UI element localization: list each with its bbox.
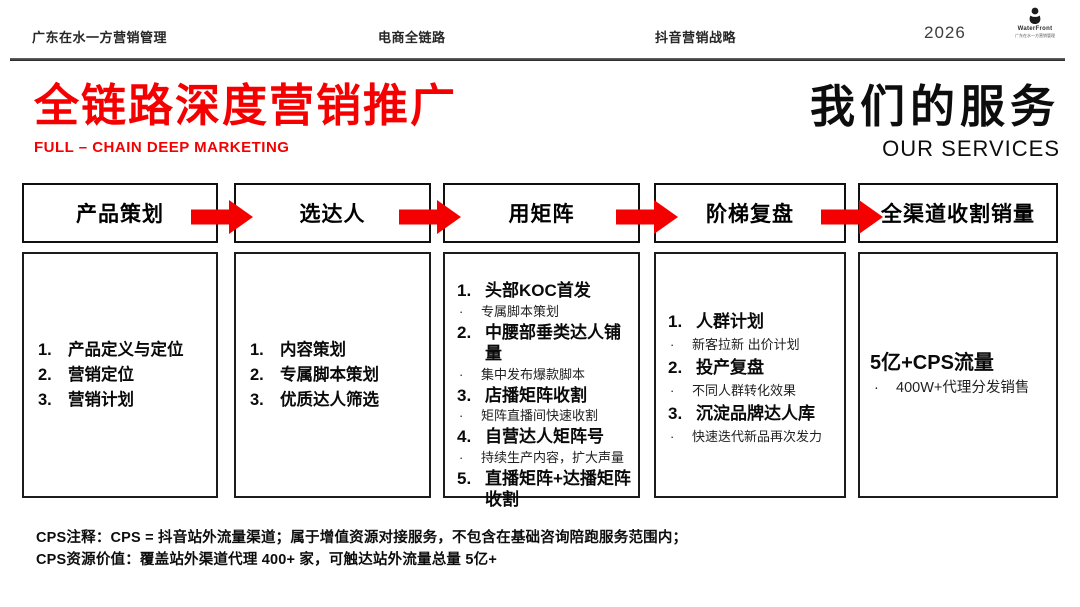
page-title: 全链路深度营销推广 [34, 80, 458, 131]
list-item: 1.人群计划 [668, 312, 764, 331]
services-subtitle: OUR SERVICES [882, 136, 1060, 161]
stage-header-label: 阶梯复盘 [706, 203, 794, 226]
list-item: 1.产品定义与定位 [38, 340, 184, 359]
stage-header-label: 全渠道收割销量 [881, 203, 1035, 226]
logo-figure-icon [1006, 7, 1064, 26]
stage-header-product-planning: 产品策划 [22, 183, 218, 243]
list-subitem: ·快速迭代新品再次发力 [670, 429, 823, 444]
list-item: 2.专属脚本策划 [250, 365, 379, 384]
page-title-english: FULL – CHAIN DEEP MARKETING [34, 139, 290, 156]
company-logo: WaterFront 广东在水一方营销管理 [1006, 7, 1064, 38]
stage-header-step-review: 阶梯复盘 [654, 183, 846, 243]
logo-wordmark: WaterFront [1017, 26, 1053, 32]
list-subitem: ·持续生产内容，扩大声量 [459, 449, 625, 465]
flow-stage-product-planning: 产品策划 1.产品定义与定位 2.营销定位 3.营销计划 [22, 183, 218, 498]
stage-header-label: 选达人 [299, 203, 366, 226]
list-subitem: ·集中发布爆款脚本 [459, 366, 586, 382]
services-title-block: 我们的服务 OUR SERVICES [810, 80, 1060, 162]
services-title: 我们的服务 [809, 81, 1060, 132]
header-year: 2026 [924, 23, 966, 42]
list-subitem: ·新客拉新 出价计划 [670, 337, 800, 352]
footnote-cps-definition: CPS注释：CPS = 抖音站外流量渠道；属于增值资源对接服务，不包含在基础咨询… [36, 530, 688, 546]
header-topic-douyin: 抖音营销战略 [655, 30, 737, 45]
list-item: 2.投产复盘 [668, 358, 764, 377]
flow-stage-use-matrix: 用矩阵 1.头部KOC首发 ·专属脚本策划 2.中腰部垂类达人铺量 ·集中发布爆… [443, 183, 640, 509]
flow-arrow-right-icon [821, 200, 883, 234]
flow-stage-omnichannel-sales: 全渠道收割销量 5亿+CPS流量 ·400W+代理分发销售 [858, 183, 1058, 498]
stage-header-use-matrix: 用矩阵 [443, 183, 640, 243]
stage-content-product-planning: 1.产品定义与定位 2.营销定位 3.营销计划 [22, 252, 218, 498]
list-item: 4.自营达人矩阵号 [457, 427, 604, 446]
list-subitem: ·专属脚本策划 [459, 303, 560, 319]
stage-header-omnichannel-sales: 全渠道收割销量 [858, 183, 1058, 243]
header-company-name: 广东在水一方营销管理 [32, 30, 168, 45]
stage-header-label: 用矩阵 [508, 203, 575, 226]
list-item: 2.营销定位 [38, 365, 134, 384]
list-item: 1.内容策划 [250, 340, 346, 359]
stage-content-step-review: 1.人群计划 ·新客拉新 出价计划 2.投产复盘 ·不同人群转化效果 3.沉淀品… [654, 252, 846, 498]
flow-arrow-right-icon [616, 200, 678, 234]
list-subitem: ·矩阵直播间快速收割 [459, 408, 599, 423]
flow-arrow-right-icon [191, 200, 253, 234]
stage-content-use-matrix: 1.头部KOC首发 ·专属脚本策划 2.中腰部垂类达人铺量 ·集中发布爆款脚本 … [443, 252, 640, 509]
list-item: 3.营销计划 [38, 390, 134, 409]
flow-stage-step-review: 阶梯复盘 1.人群计划 ·新客拉新 出价计划 2.投产复盘 ·不同人群转化效果 … [654, 183, 846, 498]
stage-header-select-talent: 选达人 [234, 183, 431, 243]
footnotes: CPS注释：CPS = 抖音站外流量渠道；属于增值资源对接服务，不包含在基础咨询… [36, 527, 687, 571]
list-item: 3.优质达人筛选 [250, 390, 379, 409]
flow-stage-select-talent: 选达人 1.内容策划 2.专属脚本策划 3.优质达人筛选 [234, 183, 431, 498]
list-item: 5.直播矩阵+达播矩阵收割 [457, 468, 631, 510]
list-subitem: ·400W+代理分发销售 [874, 380, 1030, 396]
header-divider-rule [10, 58, 1065, 61]
slide-title-block: 全链路深度营销推广 FULL – CHAIN DEEP MARKETING [34, 78, 457, 156]
list-item: 1.头部KOC首发 [457, 281, 591, 300]
stage-content-omnichannel-sales: 5亿+CPS流量 ·400W+代理分发销售 [858, 252, 1058, 498]
list-item: 3.店播矩阵收割 [457, 385, 587, 405]
footnote-cps-value: CPS资源价值：覆盖站外渠道代理 400+ 家，可触达站外流量总量 5亿+ [36, 552, 497, 568]
logo-tagline: 广东在水一方营销管理 [1015, 33, 1055, 38]
cps-traffic-headline: 5亿+CPS流量 [870, 352, 994, 374]
stage-header-label: 产品策划 [76, 203, 164, 226]
flow-arrow-right-icon [399, 200, 461, 234]
list-subitem: ·不同人群转化效果 [670, 383, 797, 398]
stage-content-select-talent: 1.内容策划 2.专属脚本策划 3.优质达人筛选 [234, 252, 431, 498]
header-topic-ecommerce: 电商全链路 [378, 30, 446, 45]
list-item: 2.中腰部垂类达人铺量 [457, 322, 621, 364]
list-item: 3.沉淀品牌达人库 [668, 404, 815, 423]
